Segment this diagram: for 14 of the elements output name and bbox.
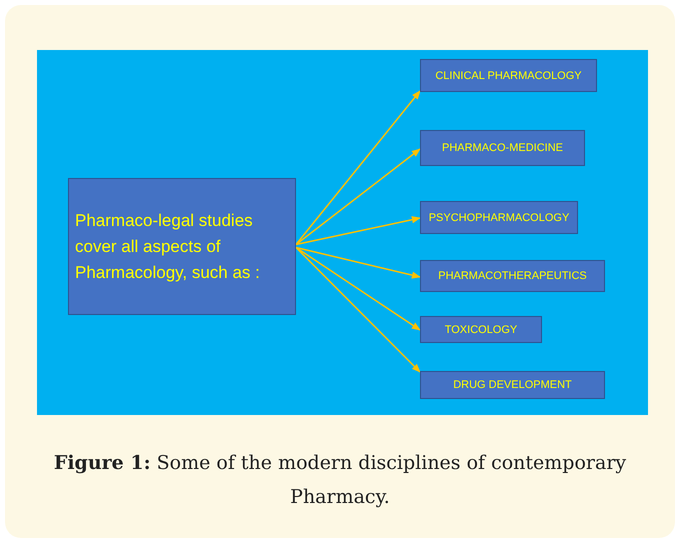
- discipline-box: TOXICOLOGY: [420, 316, 542, 343]
- discipline-box: PSYCHOPHARMACOLOGY: [420, 201, 578, 234]
- arrow: [296, 246, 421, 331]
- discipline-box: DRUG DEVELOPMENT: [420, 371, 605, 399]
- arrow: [296, 246, 421, 279]
- arrow: [295, 246, 421, 373]
- arrow: [295, 90, 421, 245]
- description-box: Pharmaco-legal studies cover all aspects of Pharmacology, such as :: [68, 178, 296, 315]
- arrow: [296, 216, 421, 246]
- arrow: [296, 148, 421, 246]
- discipline-box: PHARMACOTHERAPEUTICS: [420, 260, 605, 292]
- figure-caption: Figure 1: Some of the modern disciplines of contemporary Pharmacy.: [52, 451, 628, 510]
- discipline-box: PHARMACO-MEDICINE: [420, 130, 585, 166]
- discipline-box: CLINICAL PHARMACOLOGY: [420, 59, 597, 92]
